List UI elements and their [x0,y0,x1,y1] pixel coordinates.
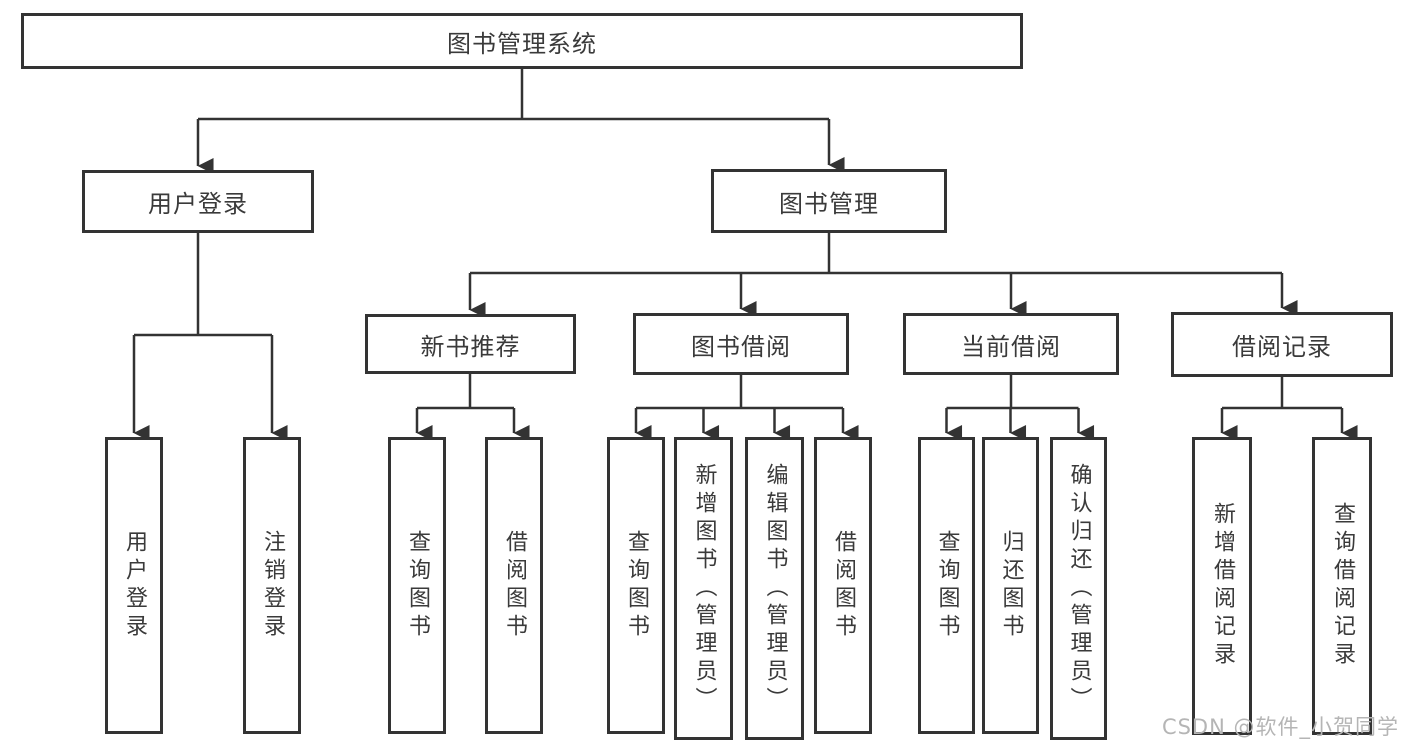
node-current-borrowing: 当前借阅 [903,313,1119,375]
node-label: 借阅图书 [831,529,856,642]
node-borrowing-records: 借阅记录 [1171,312,1393,377]
node-label: 注销登录 [260,529,285,642]
leaf-add-borrow-record: 新增借阅记录 [1192,437,1252,735]
node-label: 图书管理 [779,189,879,218]
leaf-user-login: 用户登录 [105,437,163,734]
leaf-confirm-return-admin: 确认归还（管理员） [1050,437,1107,740]
node-label: 查询图书 [624,529,649,642]
leaf-logout: 注销登录 [243,437,301,734]
leaf-query-books-current: 查询图书 [918,437,975,734]
leaf-query-books-borrowing: 查询图书 [607,437,665,734]
node-label: 当前借阅 [961,332,1061,361]
connector-book-mgmt-trunk [470,233,1282,275]
node-label: 新增借阅记录 [1210,502,1235,670]
node-label: 用户登录 [122,529,147,642]
leaf-query-books-recommend: 查询图书 [388,437,446,734]
node-label: 用户登录 [148,190,248,218]
connector-book-borrow-trunk [636,375,843,410]
node-label: 借阅图书 [502,529,527,642]
connector-new-book-trunk [417,374,514,410]
connector-arrows [132,119,1358,442]
node-book-management: 图书管理 [711,169,947,233]
leaf-query-borrow-record: 查询借阅记录 [1312,437,1372,735]
node-label: 编辑图书（管理员） [762,462,788,715]
node-user-login: 用户登录 [82,170,314,233]
connector-root-trunk [198,66,829,121]
node-label: 查询图书 [405,529,430,642]
node-label: 确认归还（管理员） [1066,462,1092,715]
node-label: 新书推荐 [420,332,521,361]
csdn-watermark: CSDN @软件_小贺同学 [1161,715,1399,739]
node-label: 查询借阅记录 [1330,502,1355,670]
node-label: 图书管理系统 [447,29,597,58]
node-library-system-root: 图书管理系统 [21,13,1023,69]
leaf-borrow-books-recommend: 借阅图书 [485,437,543,734]
connector-borrow-record-trunk [1222,377,1342,410]
node-label: 借阅记录 [1232,333,1332,361]
connector-trunks [134,66,1342,410]
leaf-borrow-books-borrowing: 借阅图书 [814,437,872,734]
leaf-edit-books-admin: 编辑图书（管理员） [745,437,804,740]
leaf-return-books: 归还图书 [982,437,1039,734]
node-label: 归还图书 [998,529,1024,642]
node-label: 查询图书 [934,529,960,642]
node-label: 图书借阅 [691,332,791,361]
node-new-book-recommendation: 新书推荐 [365,314,576,374]
leaf-add-books-admin: 新增图书（管理员） [674,437,733,740]
connector-current-borrow-trunk [946,375,1079,410]
connector-user-login-trunk [134,233,272,337]
node-label: 新增图书（管理员） [691,462,717,715]
node-book-borrowing: 图书借阅 [633,313,849,375]
